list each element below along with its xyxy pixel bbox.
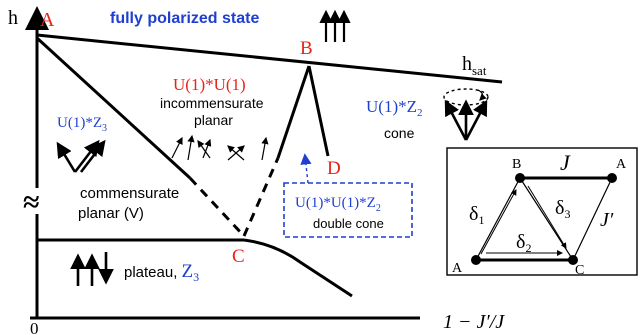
node-c-label: C [575,263,584,278]
u1-z3-label: U(1)*Z3 [57,115,107,134]
fully-polarized-label: fully polarized state [110,10,259,27]
delta3-label: δ3 [555,197,570,221]
node-c [568,255,578,265]
axis-break-mask [24,188,50,214]
origin-label: 0 [30,319,39,335]
plateau-arrows-icon [70,252,114,286]
delta3-arrow [527,185,567,249]
h-sat-label: hsat [462,53,487,78]
node-b-label: B [512,157,521,172]
polarized-arrows-icon [319,9,351,42]
boundary-cb-solid [276,65,311,159]
delta2-label: δ2 [516,231,531,255]
delta1-label: δ1 [469,203,484,227]
node-a-left-label: A [452,261,463,276]
incommensurate-arrows-icon [171,134,269,161]
double-cone-symmetry: U(1)*U(1)*Z2 [295,195,381,214]
j-prime-label: J′ [600,209,614,231]
node-a-left [471,255,481,265]
double-cone-pointer [300,153,312,184]
plateau-label: plateau, Z3 [124,261,199,284]
saturation-line [36,33,503,84]
cone-label: cone [384,125,415,141]
incommensurate-label: incommensurate [160,95,264,111]
cone-arrows-icon [443,88,489,141]
double-cone-box [283,182,413,238]
y-axis-label: h [8,7,18,29]
node-a-right-label: A [616,157,627,172]
lattice-inset: A B C A J J′ δ1 δ2 δ3 [446,147,638,278]
point-a-label: A [40,9,55,31]
point-c-label: C [232,246,245,267]
point-d-label: D [327,158,341,179]
u1-z2-label: U(1)*Z2 [366,97,422,119]
commensurate-label: commensurate [80,185,179,202]
boundary-a-dashed-start [35,36,192,180]
axis-break-icon: ≈ [23,186,39,219]
plateau-right-boundary [243,238,353,298]
u1-u1-label: U(1)*U(1) [173,75,246,94]
planar-label: planar [194,112,233,128]
j-label: J [560,150,571,175]
double-cone-label: double cone [313,216,384,231]
boundary-bd [307,65,330,157]
point-b-label: B [300,38,313,59]
delta1-arrow [480,189,517,255]
x-axis-label: 1 − J′/J [443,311,505,333]
node-a-right [607,173,617,183]
node-b [515,173,525,183]
boundary-commensurate-dashed [188,176,246,238]
planar-v-label: planar (V) [78,205,144,222]
boundary-cb-dashed [242,157,280,237]
v-state-arrows-icon [56,139,106,173]
